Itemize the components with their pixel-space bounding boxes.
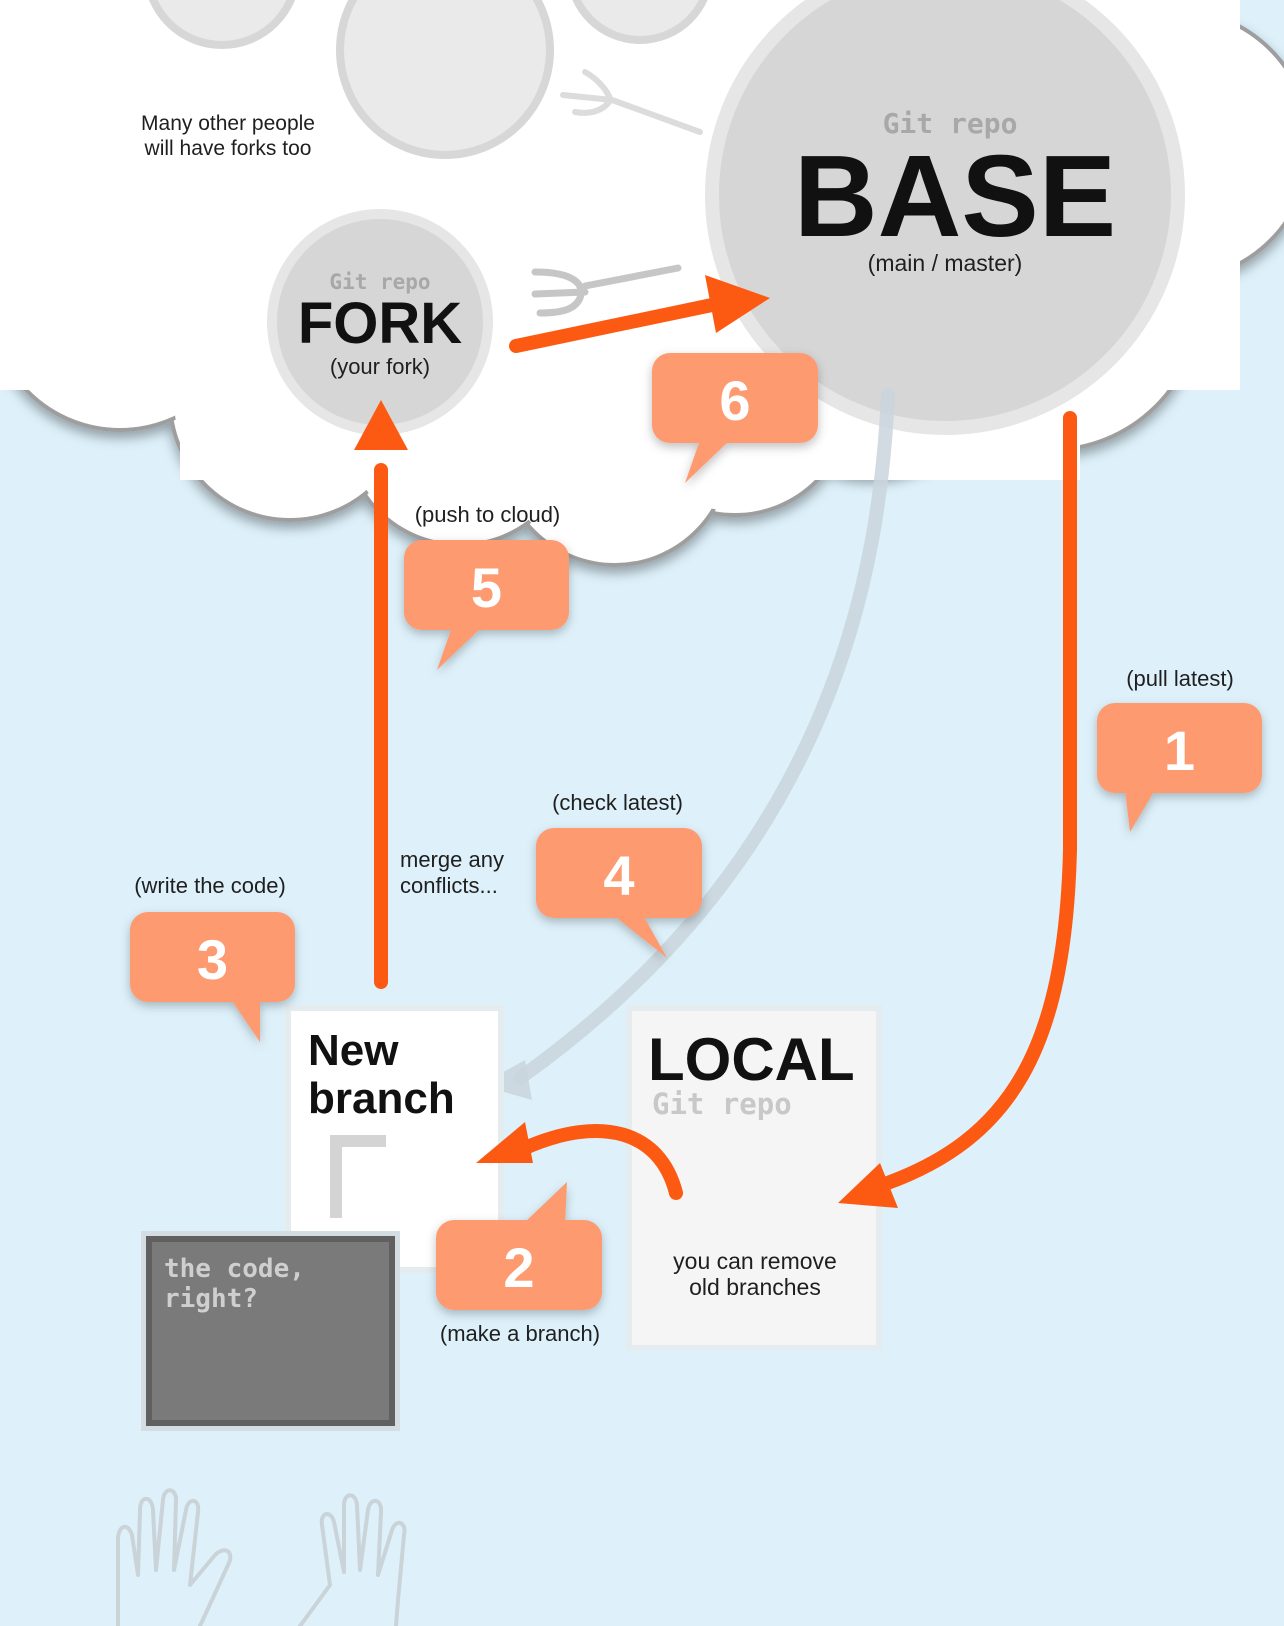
pull-latest-arrow — [875, 411, 1077, 1192]
fork-subtitle: (your fork) — [329, 354, 431, 379]
branch-corner-mark — [330, 1135, 386, 1218]
cloud-note: Many other people will have forks too — [141, 112, 315, 160]
step-2-bubble — [436, 1182, 602, 1310]
check-latest-arrowhead — [480, 1060, 532, 1100]
step-1-number: 1 — [1163, 719, 1196, 782]
base-title: BASE — [793, 131, 1117, 261]
fork-icon — [560, 69, 703, 135]
new-branch-title: New branch — [308, 1026, 455, 1123]
base-subtitle: (main / master) — [867, 250, 1023, 276]
other-forks — [148, 0, 708, 159]
step-5-bubble — [404, 540, 569, 670]
fork-kind-label: Git repo — [329, 270, 431, 294]
arrowheads — [354, 275, 898, 1208]
step-5-number: 5 — [470, 556, 503, 619]
step-4-bubble — [536, 828, 702, 958]
step-2-label: (make a branch) — [439, 1321, 601, 1346]
code-window-text: the code, right? — [164, 1254, 305, 1314]
local-title: LOCAL — [648, 1026, 855, 1093]
pull-request-arrowhead — [705, 275, 770, 333]
step-3-label: (write the code) — [134, 873, 286, 898]
merge-note: merge any conflicts... — [400, 847, 504, 898]
step-1-label: (pull latest) — [1126, 666, 1234, 691]
base-repo-circle — [705, 0, 1185, 435]
code-window — [141, 1231, 400, 1431]
local-note: you can remove old branches — [673, 1248, 837, 1300]
pull-request-arrow — [509, 298, 719, 353]
step-6-bubble — [652, 353, 818, 483]
push-arrowhead — [354, 400, 408, 450]
step-4-number: 4 — [603, 844, 635, 907]
check-latest-arrow — [513, 388, 895, 1085]
step-5-label: (push to cloud) — [414, 502, 561, 527]
step-1-bubble — [1097, 703, 1262, 832]
step-3-number: 3 — [196, 928, 229, 991]
step-6-number: 6 — [719, 369, 751, 432]
base-kind-label: Git repo — [882, 107, 1018, 140]
step-2-number: 2 — [503, 1236, 535, 1299]
arrows — [374, 298, 1077, 1200]
step-4-label: (check latest) — [552, 790, 683, 815]
make-branch-arrow — [518, 1124, 683, 1200]
local-kind-label: Git repo — [652, 1087, 792, 1121]
make-branch-arrowhead — [476, 1122, 533, 1163]
speech-bubbles — [130, 353, 1262, 1310]
hands-icon — [116, 1488, 407, 1626]
fork-icon — [531, 264, 682, 317]
step-3-bubble — [130, 912, 295, 1042]
pull-latest-arrowhead — [838, 1163, 898, 1208]
fork-title: FORK — [297, 291, 463, 356]
